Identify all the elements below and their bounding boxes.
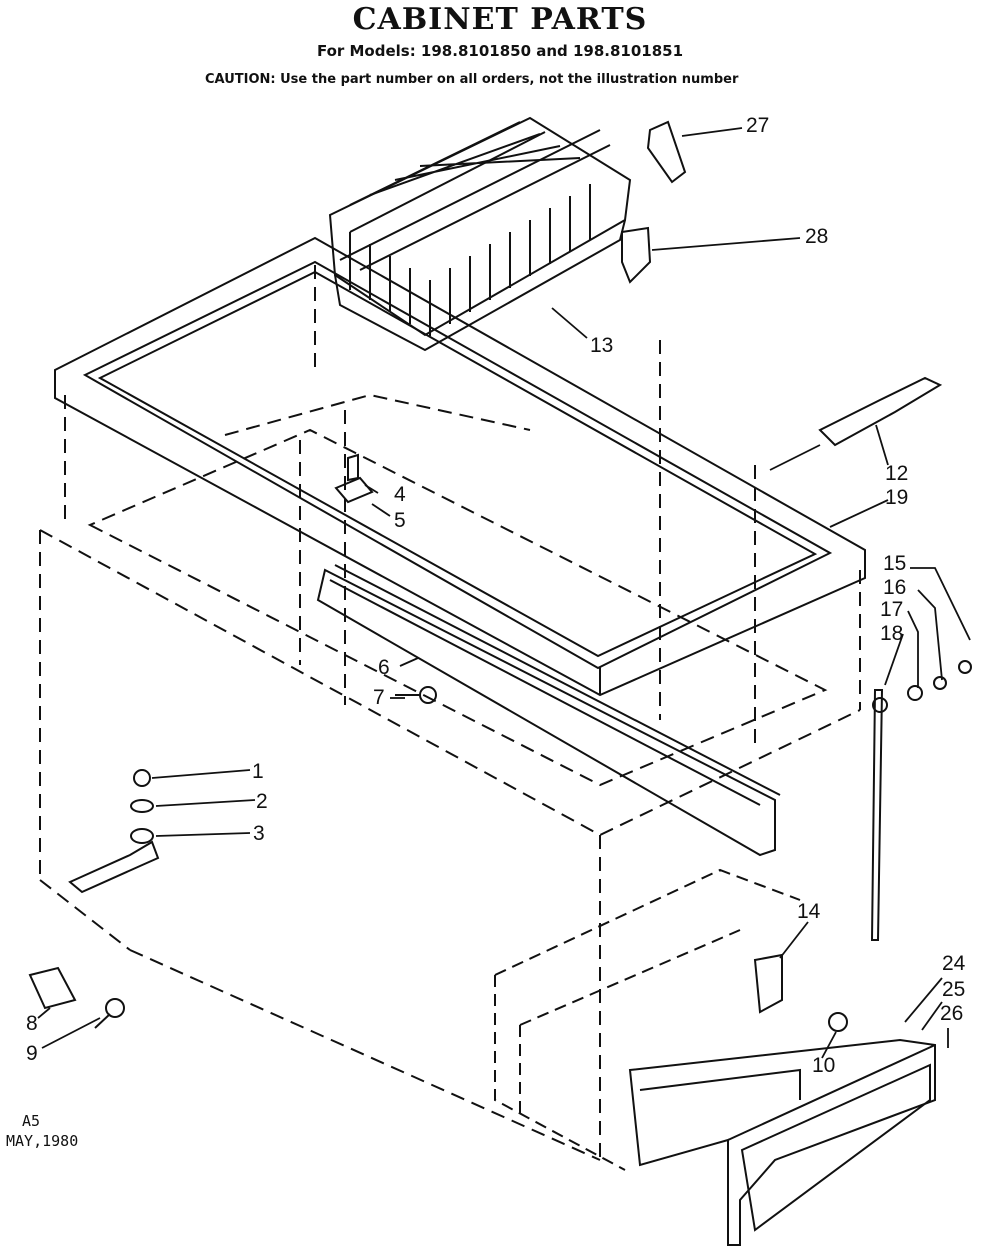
callout-3: 3 [253,822,265,845]
callout-10: 10 [812,1054,835,1077]
basket-13 [328,116,632,352]
grommet-10 [828,1012,848,1032]
callout-24: 24 [942,952,966,975]
callout-14: 14 [797,900,821,923]
callout-6: 6 [378,656,390,679]
clip-28 [621,226,652,284]
rod-18 [870,689,888,941]
callout-7: 7 [373,686,385,709]
callout-26: 26 [940,1002,963,1025]
callout-1: 1 [252,760,264,783]
callout-18: 18 [880,622,903,645]
key-cylinder [68,840,160,894]
washers-15-16-17 [907,660,972,701]
caution-note: CAUTION: Use the part number on all orde… [205,72,739,87]
footer-code: A5 [22,1112,41,1130]
rail-6 [316,564,781,857]
diagram-title: CABINET PARTS [352,2,648,37]
models-line: For Models: 198.8101850 and 198.8101851 [316,42,684,60]
callout-28: 28 [805,225,828,248]
callout-15: 15 [883,552,906,575]
latch-4 [334,453,374,504]
bracket-8 [28,966,77,1010]
screw-7 [395,686,437,704]
callout-8: 8 [26,1012,38,1035]
bolt-9 [94,998,125,1029]
bracket-14 [753,953,783,1014]
callout-5: 5 [394,509,406,532]
callout-2: 2 [256,790,268,813]
lid-frame [54,236,866,697]
callout-9: 9 [26,1042,38,1065]
leader-lines [37,127,971,1059]
callout-19: 19 [885,486,908,509]
callout-4: 4 [394,483,406,506]
callout-12: 12 [885,462,908,485]
compressor-compartment [494,868,801,1171]
callout-labels: 27 28 13 12 19 4 5 6 7 1 2 3 8 9 14 10 1… [26,114,966,1077]
callout-13: 13 [590,334,613,357]
cabinet-outline [39,265,861,1161]
footer-date: MAY,1980 [6,1132,79,1150]
grille-panel [628,1038,936,1246]
callout-17: 17 [880,598,903,621]
lock-1-2-3 [130,769,154,844]
callout-27: 27 [746,114,769,137]
handle-12 [818,376,943,447]
callout-25: 25 [942,978,965,1001]
callout-16: 16 [883,576,906,599]
hinge-27 [646,120,687,184]
